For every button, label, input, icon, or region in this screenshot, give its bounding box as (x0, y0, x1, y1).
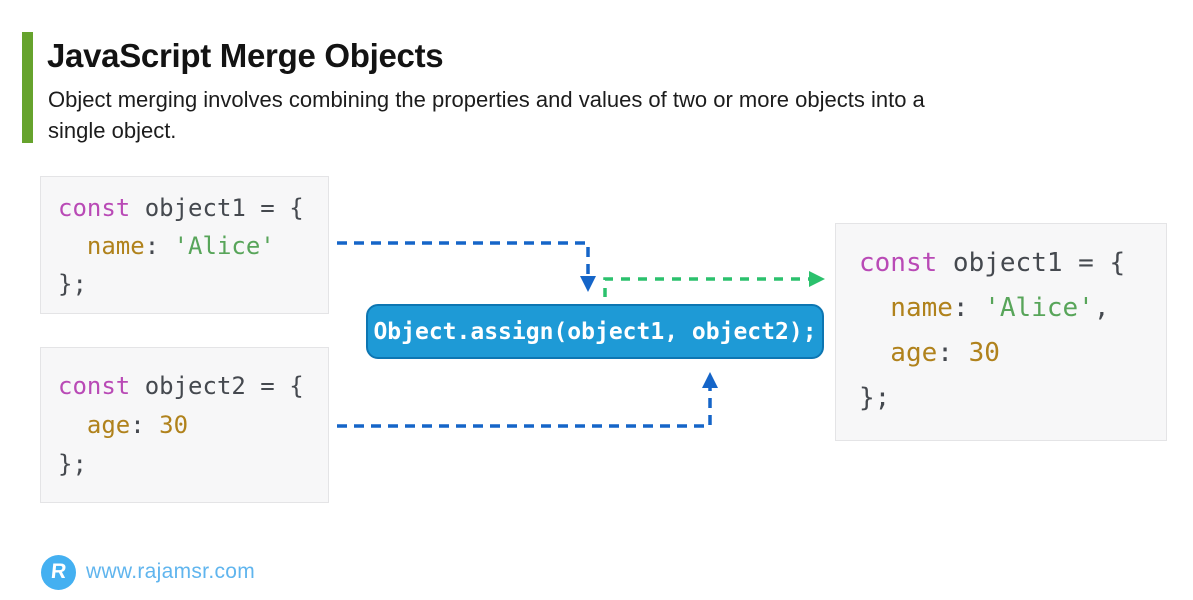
rajamsr-logo-icon: R (41, 554, 76, 590)
code-token-plain: : (952, 293, 985, 323)
arrow-assign-to-merged (603, 270, 826, 297)
code-token-number: 30 (968, 338, 1000, 368)
code-line: }; (58, 265, 328, 303)
code-line: name: 'Alice' (58, 227, 328, 265)
code-line: age: 30 (58, 406, 328, 445)
object1-code-box: const object1 = { name: 'Alice' }; (40, 176, 329, 314)
code-token-plain: , (1093, 293, 1110, 323)
merged-result-code-box: const object1 = { name: 'Alice', age: 30… (835, 223, 1167, 441)
arrow-object1-to-assign (337, 241, 597, 293)
footer: R www.rajamsr.com (41, 554, 255, 590)
code-line: const object1 = { (859, 241, 1166, 286)
code-line: age: 30 (859, 331, 1166, 376)
code-token-string: 'Alice' (984, 293, 1094, 323)
code-line: const object1 = { (58, 189, 328, 227)
code-token-plain: object2 = { (130, 372, 304, 400)
code-token-number: 30 (159, 411, 189, 439)
code-token-plain: }; (58, 450, 87, 478)
website-url-text: www.rajamsr.com (86, 560, 256, 583)
code-token-plain: : (130, 411, 160, 439)
code-token-keyword: const (58, 372, 131, 400)
code-line: }; (859, 376, 1166, 421)
object2-code-box: const object2 = { age: 30 }; (40, 347, 329, 503)
assign-code-text: Object.assign(object1, object2); (373, 318, 817, 345)
code-token-plain: : (144, 232, 174, 260)
page-subtitle: Object merging involves combining the pr… (48, 84, 925, 146)
code-token-string: 'Alice' (173, 232, 275, 260)
code-token-plain: }; (859, 383, 891, 413)
code-line: const object2 = { (58, 367, 328, 406)
object-assign-code-box: Object.assign(object1, object2); (366, 304, 824, 359)
code-token-property: name (890, 293, 953, 323)
code-token-plain: }; (58, 270, 87, 298)
title-accent-bar (22, 32, 33, 143)
code-token-property: name (86, 232, 145, 260)
code-token-keyword: const (58, 194, 131, 222)
code-token-keyword: const (859, 248, 938, 278)
code-line: }; (58, 445, 328, 484)
subtitle-line-2: single object. (48, 118, 177, 143)
logo-letter: R (49, 560, 68, 583)
subtitle-line-1: Object merging involves combining the pr… (48, 87, 925, 112)
arrow-object2-to-assign (337, 371, 719, 428)
code-token-property: age (890, 338, 938, 368)
page-title: JavaScript Merge Objects (47, 37, 444, 74)
code-token-plain: : (937, 338, 969, 368)
code-token-plain: object1 = { (130, 194, 304, 222)
code-token-property: age (86, 411, 131, 439)
code-line: name: 'Alice', (859, 286, 1166, 331)
code-token-plain: object1 = { (937, 248, 1126, 278)
